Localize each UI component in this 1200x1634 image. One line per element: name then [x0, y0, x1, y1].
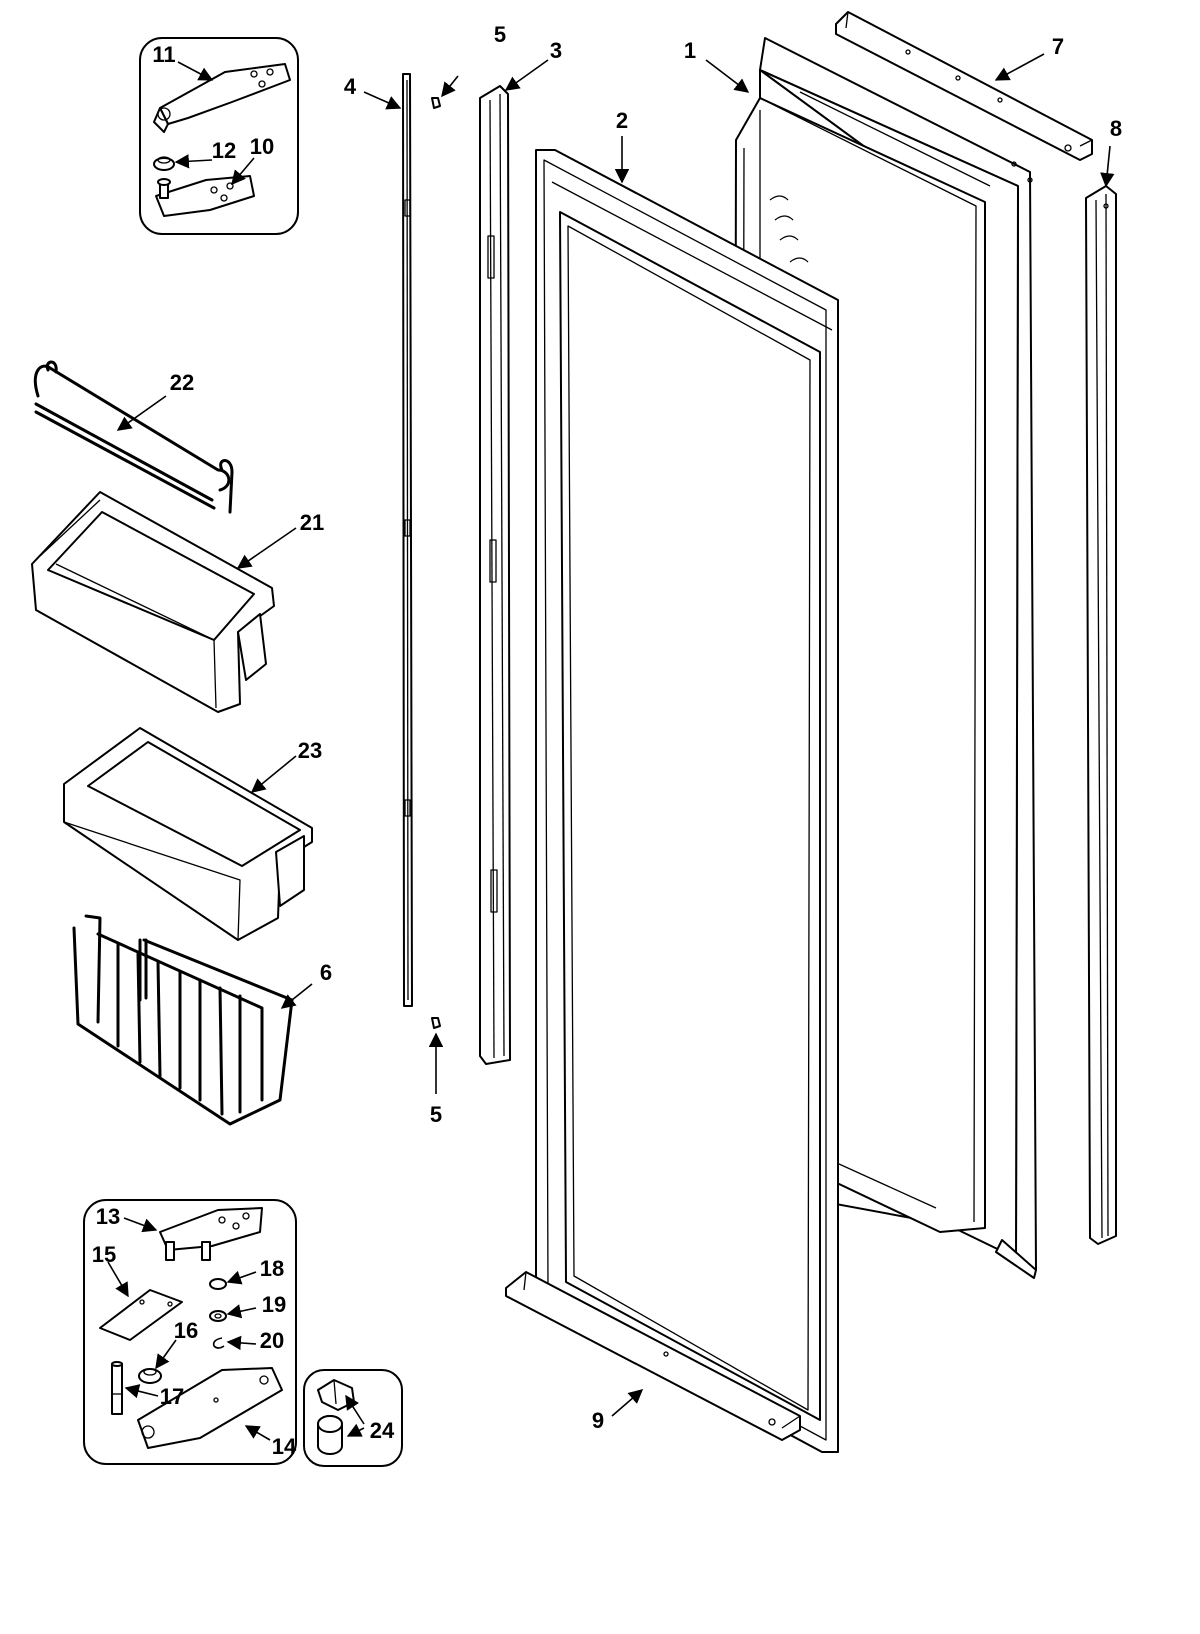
- leader-22: [116, 395, 167, 431]
- callout-8: 8: [1110, 116, 1122, 141]
- callout-11: 11: [152, 42, 175, 67]
- leader-18: [226, 1270, 257, 1285]
- washer-part-19: [209, 1310, 227, 1322]
- door-trim-strip-part-3: [479, 85, 511, 1065]
- wire-shelf-rail-part-22: [33, 360, 234, 514]
- hinge-bushing-part-12: [153, 156, 175, 171]
- callout-12: 12: [212, 138, 236, 163]
- callout-4: 4: [344, 74, 357, 99]
- leader-16: [155, 1339, 177, 1370]
- leader-10: [231, 157, 255, 186]
- callout-21: 21: [300, 510, 324, 535]
- callout-5-top: 5: [494, 22, 506, 47]
- callout-23: 23: [298, 738, 322, 763]
- callout-19: 19: [262, 1292, 286, 1317]
- door-bin-part-23: [63, 727, 313, 941]
- hinge-cover-kit-box-part-24: [303, 1369, 403, 1467]
- hinge-plate-part-13: [159, 1207, 263, 1261]
- hinge-kit-box-top: [139, 37, 299, 235]
- callout-22: 22: [170, 370, 194, 395]
- leader-24: [345, 1394, 365, 1425]
- callout-24: 24: [370, 1418, 395, 1443]
- shim-plate-part-15: [99, 1289, 183, 1341]
- leader-14: [244, 1425, 271, 1441]
- callout-14: 14: [272, 1434, 297, 1459]
- door-gasket-part-2: [535, 149, 839, 1453]
- leader-1: [705, 59, 750, 93]
- bushing-part-16: [138, 1368, 162, 1384]
- leader-4: [363, 91, 402, 110]
- leader-5a: [441, 75, 459, 98]
- callout-10: 10: [250, 134, 274, 159]
- callout-6: 6: [320, 960, 332, 985]
- leader-19: [226, 1304, 257, 1319]
- door-top-cap-part-7: [835, 11, 1093, 161]
- callout-7: 7: [1052, 34, 1064, 59]
- leader-23: [250, 755, 297, 793]
- door-bin-part-21: [31, 491, 275, 713]
- leader-8: [1100, 145, 1115, 188]
- leader-17: [124, 1384, 159, 1399]
- leader-lines: [107, 53, 1115, 1441]
- leader-7: [994, 53, 1045, 81]
- hinge-with-pin-part-10: [155, 175, 255, 217]
- hinge-pin-part-17: [111, 1361, 123, 1415]
- bottom-hinge-part-14: [137, 1367, 283, 1449]
- callout-18: 18: [260, 1256, 284, 1281]
- callout-labels: 1 2 3 4 5 5 6 7 8 9 10 11 12 13 14 15 16…: [92, 22, 1122, 1459]
- wire-basket-part-6: [72, 914, 294, 1126]
- leader-13: [123, 1217, 158, 1233]
- top-hinge-plate-part-11: [153, 63, 291, 133]
- leader-6: [280, 983, 313, 1009]
- leader-11: [177, 61, 214, 81]
- callout-17: 17: [160, 1384, 184, 1409]
- callout-9: 9: [592, 1408, 604, 1433]
- door-bottom-cap-part-9: [505, 1271, 801, 1441]
- leader-21: [236, 527, 297, 569]
- screw-part-5-top: [431, 97, 441, 109]
- callout-1: 1: [684, 38, 696, 63]
- callout-2: 2: [616, 108, 628, 133]
- leader-15: [107, 1261, 129, 1298]
- callout-5-bottom: 5: [430, 1102, 442, 1127]
- leader-20: [226, 1335, 257, 1351]
- screw-part-5-bottom: [431, 1017, 441, 1029]
- callout-13: 13: [96, 1204, 120, 1229]
- leader-3: [504, 59, 549, 91]
- callout-15: 15: [92, 1242, 116, 1267]
- door-side-trim-part-8: [1085, 185, 1117, 1245]
- callout-20: 20: [260, 1328, 284, 1353]
- leader-12: [174, 154, 213, 169]
- callout-3: 3: [550, 38, 562, 63]
- leader-9: [611, 1389, 644, 1417]
- door-handle-strip-part-4: [402, 73, 413, 1007]
- callout-16: 16: [174, 1318, 198, 1343]
- clip-part-20: [212, 1337, 225, 1349]
- washer-part-18: [209, 1278, 227, 1290]
